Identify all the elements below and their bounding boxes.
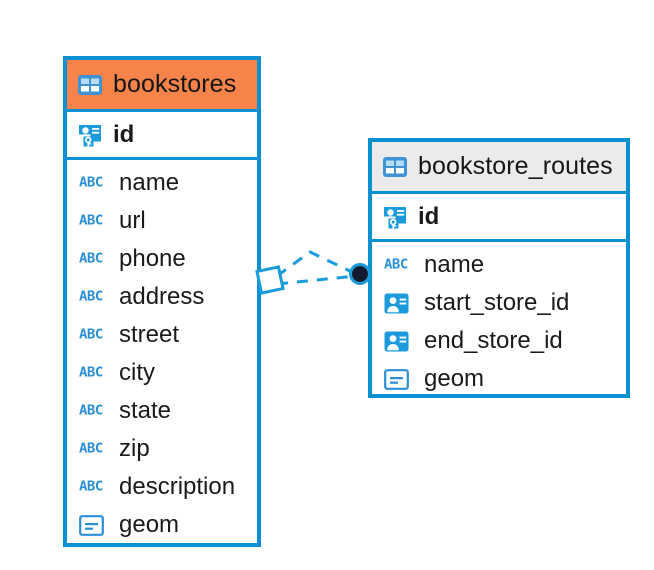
filled-circle-marker (349, 263, 371, 285)
abc-text-icon: ABC (79, 365, 103, 381)
table-icon (77, 74, 103, 96)
field-row-state[interactable]: ABC state (67, 392, 257, 430)
field-list-bookstore-routes: ABC name start_store_id (372, 242, 626, 394)
abc-text-icon: ABC (79, 175, 103, 191)
entity-bookstore-routes[interactable]: bookstore_routes id ABC (368, 138, 630, 398)
abc-text-icon: ABC (79, 251, 103, 267)
diamond-marker (255, 265, 285, 295)
field-label-id: id (113, 120, 135, 148)
entity-bookstores[interactable]: bookstores id ABC (63, 56, 261, 547)
field-row-end-store-id[interactable]: end_store_id (372, 322, 626, 360)
abc-text-icon: ABC (79, 213, 103, 229)
field-label: description (119, 473, 236, 500)
geometry-icon (384, 368, 414, 390)
field-row-url[interactable]: ABC url (67, 202, 257, 240)
field-row-geom[interactable]: geom (372, 360, 626, 394)
field-label: city (119, 359, 155, 386)
field-row-id[interactable]: id (372, 194, 626, 242)
field-label: end_store_id (424, 327, 563, 354)
primary-key-icon (77, 122, 103, 148)
field-label: address (119, 283, 205, 310)
field-label-id: id (418, 202, 440, 230)
abc-text-icon: ABC (79, 403, 103, 419)
field-label: url (119, 207, 146, 234)
field-row-geom[interactable]: geom (67, 506, 257, 543)
foreign-key-icon (384, 293, 414, 314)
abc-text-icon: ABC (79, 479, 103, 495)
field-row-phone[interactable]: ABC phone (67, 240, 257, 278)
field-label: name (424, 251, 485, 278)
entity-header-bookstores[interactable]: bookstores (67, 60, 257, 112)
entity-header-bookstore-routes[interactable]: bookstore_routes (372, 142, 626, 194)
field-row-name[interactable]: ABC name (67, 164, 257, 202)
field-row-start-store-id[interactable]: start_store_id (372, 284, 626, 322)
table-icon (382, 156, 408, 178)
field-label: geom (424, 365, 485, 392)
field-row-name[interactable]: ABC name (372, 246, 626, 284)
field-row-street[interactable]: ABC street (67, 316, 257, 354)
abc-text-icon: ABC (384, 257, 408, 273)
abc-text-icon: ABC (79, 441, 103, 457)
relationship-line-upper (276, 250, 357, 278)
field-row-zip[interactable]: ABC zip (67, 430, 257, 468)
entity-title: bookstore_routes (418, 152, 613, 180)
relationship-line-lower (276, 274, 357, 286)
field-label: zip (119, 435, 150, 462)
foreign-key-icon (384, 331, 414, 352)
field-label: geom (119, 511, 180, 538)
field-row-city[interactable]: ABC city (67, 354, 257, 392)
field-label: phone (119, 245, 186, 272)
abc-text-icon: ABC (79, 327, 103, 343)
field-list-bookstores: ABC name ABC url ABC phone ABC address A… (67, 160, 257, 543)
abc-text-icon: ABC (79, 289, 103, 305)
relationship-connector[interactable] (252, 236, 378, 312)
geometry-icon (79, 514, 109, 536)
field-row-address[interactable]: ABC address (67, 278, 257, 316)
field-label: street (119, 321, 180, 348)
field-row-description[interactable]: ABC description (67, 468, 257, 506)
field-label: start_store_id (424, 289, 570, 316)
field-label: name (119, 169, 180, 196)
field-row-id[interactable]: id (67, 112, 257, 160)
entity-title: bookstores (113, 70, 237, 98)
field-label: state (119, 397, 172, 424)
primary-key-icon (382, 204, 408, 230)
